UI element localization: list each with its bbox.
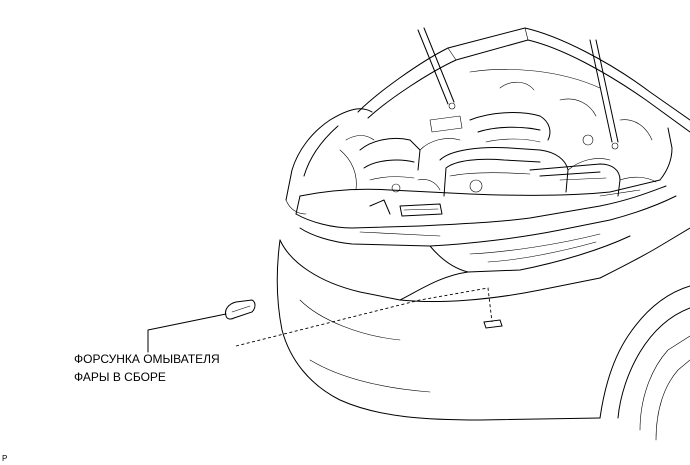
- car-body: [276, 27, 690, 441]
- washer-nozzle-part: [225, 299, 256, 320]
- callout-line-2: ФАРЫ В СБОРЕ: [74, 370, 166, 384]
- callout-line-1: ФОРСУНКА ОМЫВАТЕЛЯ: [74, 352, 220, 366]
- callout-label: ФОРСУНКА ОМЫВАТЕЛЯ ФАРЫ В СБОРЕ: [74, 352, 220, 384]
- engine-bay: [339, 81, 657, 217]
- corner-mark: P: [2, 454, 7, 463]
- callout-leader: [147, 287, 493, 353]
